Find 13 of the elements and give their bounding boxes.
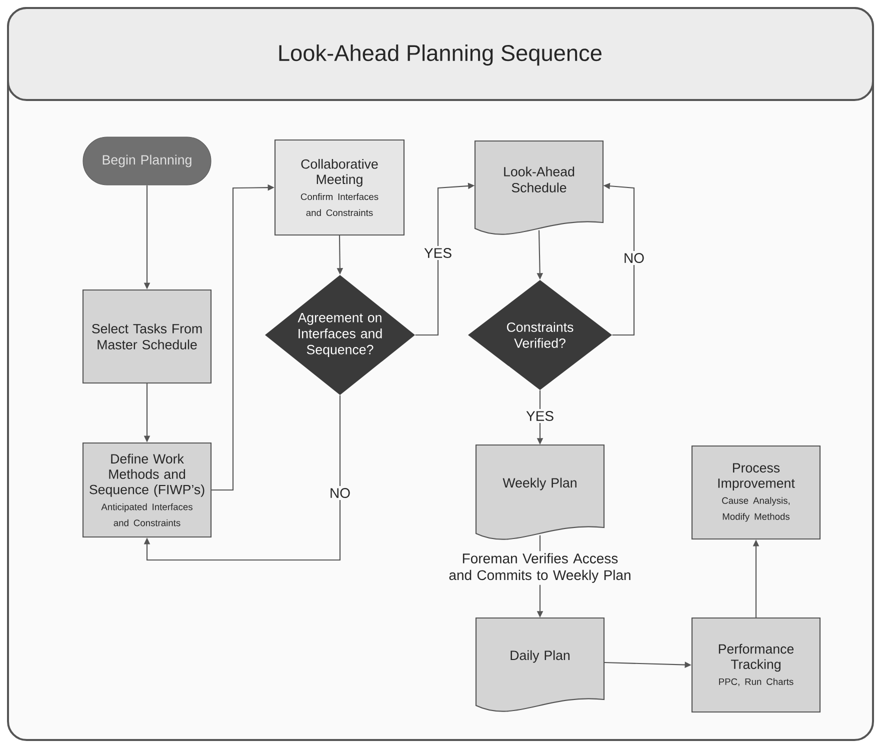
arrow [144, 395, 341, 561]
process-box: Select Tasks From Master Schedule [82, 289, 212, 384]
edge-label: YES [422, 246, 454, 260]
process-box: Performance Tracking PPC, Run Charts [691, 617, 821, 713]
process-box: Process Improvement Cause Analysis, Modify Methods [691, 445, 821, 540]
edge-label: NO [328, 486, 352, 500]
edge-label: YES [524, 409, 556, 423]
process-box: Collaborative Meeting Confirm Interfaces and Constraints [274, 139, 405, 236]
edge-label: Foreman Verifies Access and Commits to Weekly Plan [438, 551, 642, 585]
edge-label: NO [622, 251, 646, 265]
title: Look-Ahead Planning Sequence [279, 44, 602, 66]
process-box: Define Work Methods and Sequence (FIWP’s) Anticipated Interfaces and Constraints [82, 442, 212, 538]
start-terminal: Begin Planning [82, 136, 212, 186]
